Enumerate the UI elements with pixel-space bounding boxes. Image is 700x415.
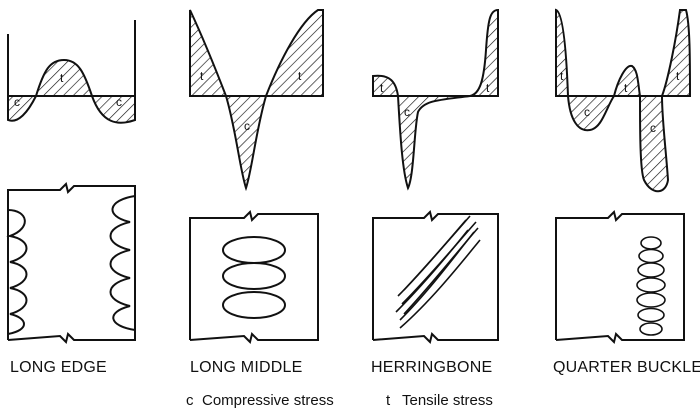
tensile-symbol: t (60, 71, 64, 85)
panel-label: HERRINGBONE (371, 359, 492, 376)
stress-profile-long-middle (189, 9, 324, 192)
panel-label: QUARTER BUCKLE (553, 359, 700, 376)
panel-label: LONG MIDDLE (190, 359, 302, 376)
tensile-symbol: t (380, 81, 384, 95)
stress-profile-long-edge (7, 20, 136, 124)
compressive-symbol: c (650, 121, 656, 135)
sheet-long-edge (6, 182, 136, 344)
legend: c Compressive stress t Tensile stress (186, 392, 493, 409)
compressive-symbol: c (116, 95, 122, 109)
legend-text-tensile: Tensile stress (402, 392, 493, 409)
tensile-symbol: t (486, 81, 490, 95)
sheet-long-middle (189, 210, 319, 344)
panel-label: LONG EDGE (10, 359, 107, 376)
tensile-symbol: t (624, 81, 628, 95)
panel-quarter-buckle: t c t c t QUARTER BUCKLE (553, 8, 700, 376)
legend-symbol-tensile: t (386, 392, 391, 409)
sheet-herringbone (372, 210, 499, 344)
legend-text-compressive: Compressive stress (202, 392, 334, 409)
legend-symbol-compressive: c (186, 392, 194, 409)
compressive-symbol: c (244, 119, 250, 133)
panel-long-middle: t c t LONG MIDDLE (189, 9, 324, 376)
tensile-symbol: t (298, 69, 302, 83)
tensile-symbol: t (200, 69, 204, 83)
stress-profile-herringbone (372, 8, 499, 191)
tensile-symbol: t (560, 69, 564, 83)
compressive-symbol: c (584, 105, 590, 119)
panel-long-edge: c t c LONG EDGE (6, 20, 136, 376)
tensile-symbol: t (676, 69, 680, 83)
compressive-symbol: c (404, 105, 410, 119)
sheet-quarter-buckle (555, 210, 685, 344)
stress-profile-quarter-buckle (555, 8, 692, 193)
compressive-symbol: c (14, 95, 20, 109)
panel-herringbone: t c t HERRINGBONE (371, 8, 499, 376)
